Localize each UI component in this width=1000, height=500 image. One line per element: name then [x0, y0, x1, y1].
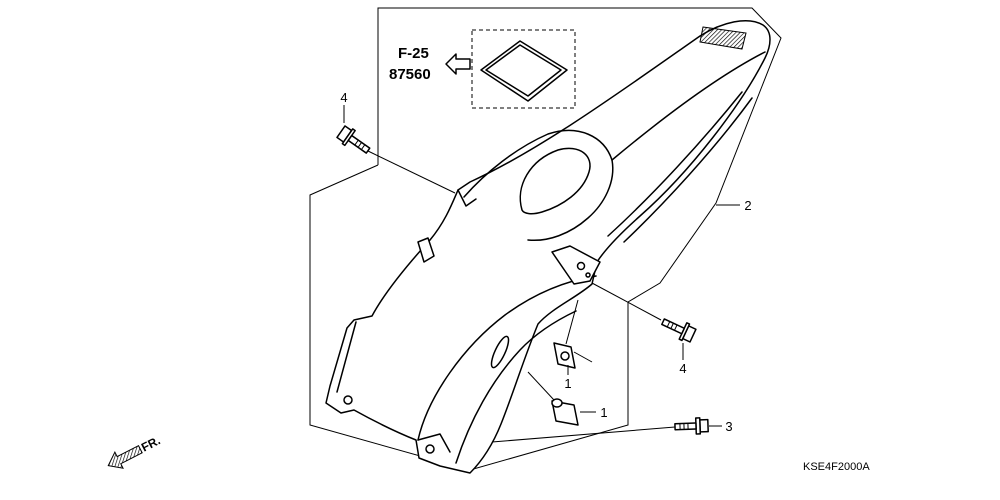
leader-clip-upper-fender [565, 299, 579, 345]
callout-fender: 2 [744, 198, 751, 213]
bolt-upper [336, 125, 371, 154]
callout-bolt-right: 4 [679, 361, 686, 376]
bolt-thread [666, 321, 678, 331]
fender-left-tab-edge [336, 321, 357, 393]
reference-group: F-25 87560 [389, 29, 576, 109]
leader-clip-upper-side [573, 351, 593, 363]
bolt-right [661, 318, 697, 343]
bolt-thread [354, 139, 366, 150]
leader-bolt-upper-fender [367, 150, 456, 194]
fender-left-tab-hole [343, 395, 353, 405]
callout-clip-upper: 1 [564, 376, 571, 391]
fender-side-tab [417, 237, 435, 263]
front-direction-indicator: FR. [107, 433, 163, 469]
callouts: 4 2 4 1 1 3 [340, 90, 751, 434]
callout-bolt-upper: 4 [340, 90, 347, 105]
fender-silhouette [325, 19, 771, 474]
reference-part-number: 87560 [389, 66, 431, 83]
fender-bracket-hole [576, 261, 586, 271]
fender-inner-band-lower [455, 310, 577, 464]
assembly-boundary [309, 7, 782, 471]
bolt-shaft [347, 134, 371, 154]
hollow-arrow-left-icon [445, 53, 471, 75]
fender-bottom-tab-hole [425, 444, 435, 454]
diagram-code: KSE4F2000A [803, 461, 870, 473]
callout-bolt-lower: 3 [725, 419, 732, 434]
sticker-inner [485, 44, 562, 97]
clip-nut-lower [551, 398, 579, 426]
fender-ridge-lower [623, 97, 753, 243]
fender-bracket-hole-small [585, 272, 591, 278]
fender-hump-outer [463, 129, 613, 198]
clip-boss [551, 398, 563, 408]
leader-bolt-right-fender [591, 282, 662, 321]
bolt-thread [679, 423, 689, 430]
reference-section: F-25 [398, 45, 429, 62]
fender-ridge-upper [607, 91, 743, 237]
leader-bolt-lower-fender [491, 426, 676, 443]
leader-clip-lower-fender [527, 371, 555, 401]
hatched-arrow-icon [107, 445, 143, 469]
callout-clip-lower: 1 [600, 405, 607, 420]
reference-dashed-box [471, 29, 576, 109]
bolt-lower [674, 417, 709, 435]
rear-fender [325, 19, 771, 474]
fender-top-edge [611, 51, 766, 161]
bolt-shaft [661, 318, 686, 335]
fender-slot [490, 335, 510, 369]
bolt-head [699, 418, 709, 433]
clip-nut-upper [553, 342, 576, 369]
fender-inner-band-upper [417, 275, 597, 441]
bolt-shaft [674, 422, 697, 431]
fender-decal [699, 26, 747, 50]
sticker-outer [480, 40, 568, 102]
fender-bottom-tab-edge [417, 433, 451, 453]
fender-hump-opening [519, 147, 591, 215]
leader-lines [343, 105, 740, 443]
fender-notch [457, 189, 477, 207]
front-direction-label: FR. [139, 433, 163, 454]
fender-hump-rim [527, 159, 614, 242]
clip-boss [560, 351, 570, 361]
